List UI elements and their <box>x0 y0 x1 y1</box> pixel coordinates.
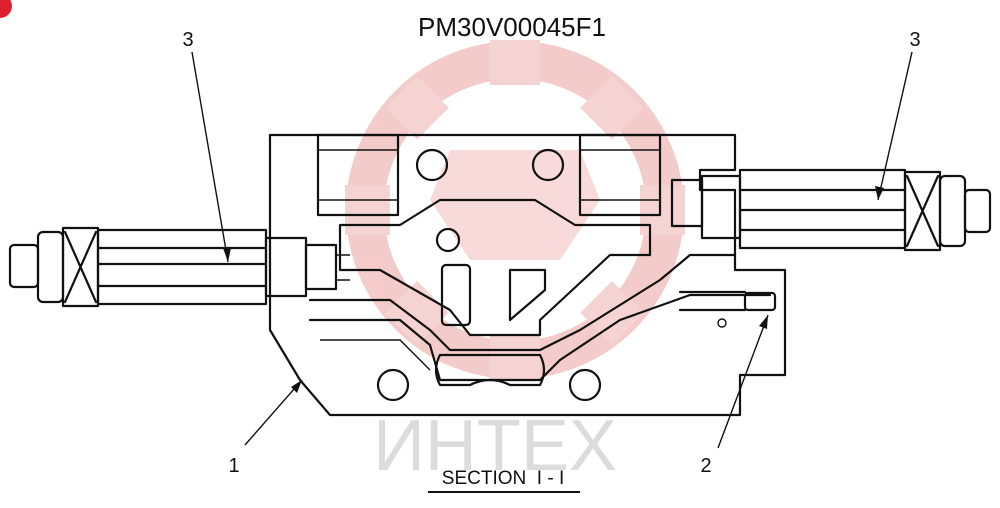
section-label: SECTION I - I <box>442 468 564 489</box>
part-number-title: PM30V00045F1 <box>418 12 606 42</box>
callout-left-relief-valve: 3 <box>182 29 193 51</box>
callout-leaders <box>191 51 913 449</box>
watermark-logo <box>345 40 685 380</box>
callout-body: 1 <box>228 455 239 477</box>
corner-mark <box>0 0 12 18</box>
left-relief-valve <box>8 226 350 308</box>
valve-body <box>268 133 787 417</box>
right-relief-valve <box>670 168 992 252</box>
callout-plug: 2 <box>700 455 711 477</box>
watermark-text: ИНТЕХ <box>373 406 617 486</box>
callout-right-relief-valve: 3 <box>909 29 920 51</box>
